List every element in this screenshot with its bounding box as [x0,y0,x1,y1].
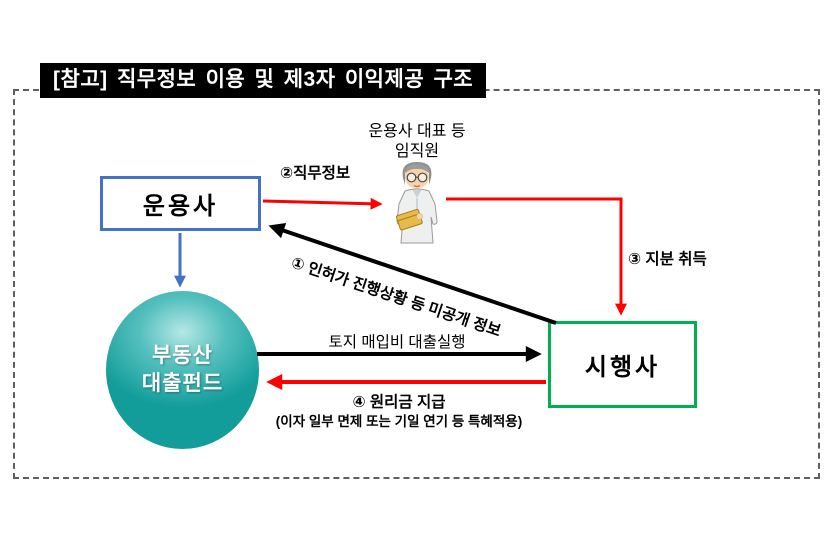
node-management-company: 운용사 [100,176,261,231]
node-real-estate-loan-fund: 부동산 대출펀드 [106,291,259,449]
arrow-undisclosed-info [268,223,557,325]
page-title: [참고] 직무정보 이용 및 제3자 이익제공 구조 [53,68,474,91]
arrow-equity-acquisition [446,197,627,316]
developer-label: 시행사 [584,354,661,381]
fund-label-line1: 부동산 [152,344,213,367]
label-executive-line2: 임직원 [394,143,440,160]
management-company-label: 운용사 [142,193,219,220]
label-executive-line1: 운용사 대표 등 [368,123,466,140]
title-bar: [참고] 직무정보 이용 및 제3자 이익제공 구조 [40,63,487,98]
label-repayment: ④ 원리금 지급 [352,394,446,411]
label-executive: 운용사 대표 등 임직원 [368,122,465,162]
executive-person-icon [396,162,438,244]
label-loan-execution: 토지 매입비 대출실행 [328,334,466,351]
node-developer: 시행사 [548,321,697,408]
fund-label-line2: 대출펀드 [141,372,224,395]
arrow-job-info [262,197,383,210]
label-repayment-note: (이자 일부 면제 또는 기일 연기 등 특혜적용) [275,414,523,429]
label-job-info: ②직무정보 [280,165,351,182]
label-equity-acquisition: ③ 지분 취득 [628,251,707,268]
